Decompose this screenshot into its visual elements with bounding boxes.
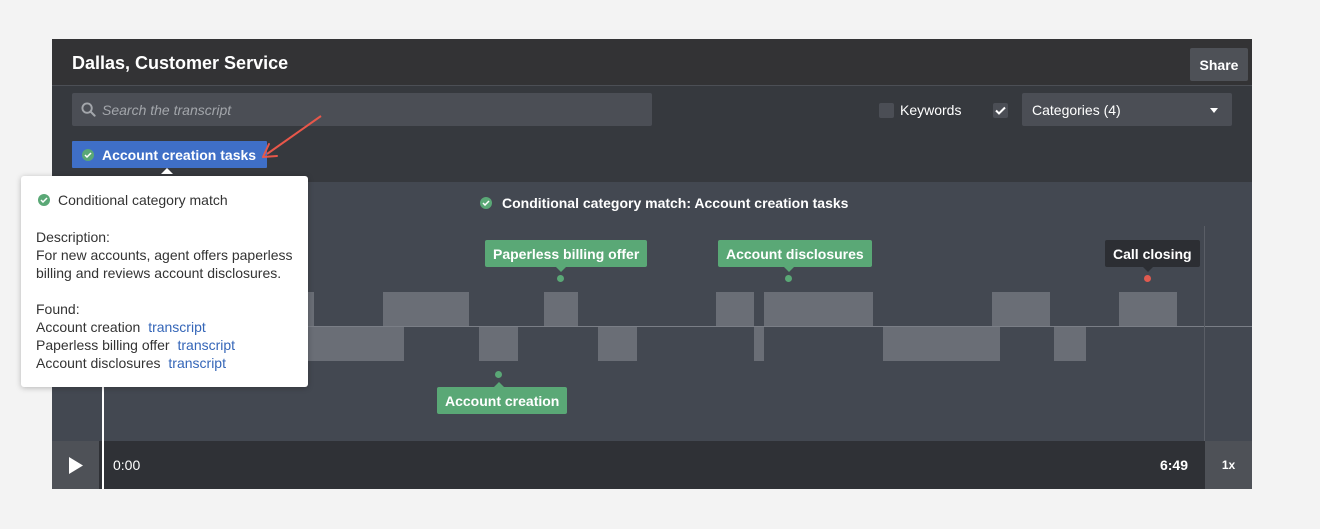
agent-speech-segment bbox=[544, 292, 578, 326]
marker-dot bbox=[495, 371, 502, 378]
categories-checkbox[interactable] bbox=[993, 103, 1008, 118]
share-button[interactable]: Share bbox=[1190, 48, 1248, 81]
marker-pointer bbox=[494, 382, 504, 387]
popover-pointer bbox=[161, 168, 173, 174]
agent-speech-segment bbox=[716, 292, 754, 326]
check-circle-icon bbox=[38, 194, 50, 206]
call-title: Dallas, Customer Service bbox=[72, 53, 289, 73]
timeline-end-line bbox=[1204, 226, 1205, 441]
chip-label: Account creation tasks bbox=[102, 146, 257, 163]
agent-speech-segment bbox=[1119, 292, 1177, 326]
marker-pointer bbox=[1143, 267, 1153, 272]
found-item: Account disclosures transcript bbox=[36, 355, 226, 371]
play-button[interactable] bbox=[52, 441, 99, 489]
annotation-arrow-icon bbox=[262, 115, 322, 158]
playhead-handle[interactable] bbox=[102, 441, 104, 489]
current-time: 0:00 bbox=[113, 457, 141, 473]
description-label: Description: bbox=[36, 229, 110, 245]
play-icon bbox=[68, 456, 83, 474]
agent-speech-segment bbox=[764, 292, 873, 326]
call-player: Dallas, Customer Service Share Keywords … bbox=[52, 39, 1252, 489]
description-text: For new accounts, agent offers paperless… bbox=[36, 247, 293, 281]
search-icon bbox=[81, 102, 96, 117]
keywords-checkbox[interactable] bbox=[879, 103, 894, 118]
checkmark-icon bbox=[995, 106, 1006, 115]
marker-account-creation[interactable]: Account creation bbox=[437, 387, 568, 414]
category-chip-account-creation-tasks[interactable]: Account creation tasks bbox=[72, 141, 268, 168]
agent-speech-segment bbox=[992, 292, 1050, 326]
playback-speed-button[interactable]: 1x bbox=[1205, 441, 1252, 489]
marker-dot bbox=[785, 275, 792, 282]
marker-pointer bbox=[784, 267, 794, 272]
found-item: Account creation transcript bbox=[36, 319, 206, 335]
popover-heading: Conditional category match bbox=[38, 192, 228, 208]
chevron-down-icon bbox=[1210, 108, 1218, 113]
agent-speech-segment bbox=[383, 292, 469, 326]
toolbar: Keywords Categories (4) Account creation… bbox=[52, 87, 1252, 182]
categories-dropdown-value: Categories (4) bbox=[1032, 102, 1121, 118]
category-popover: Conditional category match Description: … bbox=[21, 176, 308, 387]
search-box[interactable] bbox=[72, 93, 652, 126]
player-header: Dallas, Customer Service Share bbox=[52, 39, 1252, 86]
transcript-link[interactable]: transcript bbox=[177, 337, 236, 353]
marker-call-closing[interactable]: Call closing bbox=[1105, 240, 1200, 267]
popover-heading-text: Conditional category match bbox=[58, 192, 228, 208]
marker-dot bbox=[1144, 275, 1151, 282]
timeline-title-text: Conditional category match: Account crea… bbox=[502, 195, 849, 211]
transcript-link[interactable]: transcript bbox=[148, 319, 206, 335]
timeline-midline bbox=[104, 326, 1252, 327]
customer-speech-segment bbox=[598, 327, 637, 361]
customer-speech-segment bbox=[479, 327, 518, 361]
playback-controls: 0:00 6:49 1x bbox=[52, 441, 1252, 489]
customer-speech-segment bbox=[754, 327, 764, 361]
duration: 6:49 bbox=[1159, 457, 1188, 473]
check-circle-icon bbox=[480, 197, 492, 209]
popover-body: Description: For new accounts, agent off… bbox=[36, 228, 301, 372]
marker-paperless-billing-offer[interactable]: Paperless billing offer bbox=[485, 240, 648, 267]
categories-dropdown[interactable]: Categories (4) bbox=[1022, 93, 1232, 126]
customer-speech-segment bbox=[1054, 327, 1086, 361]
customer-speech-segment bbox=[883, 327, 1000, 361]
timeline-title: Conditional category match: Account crea… bbox=[480, 195, 848, 211]
marker-dot bbox=[557, 275, 564, 282]
check-circle-icon bbox=[82, 148, 94, 161]
found-label: Found: bbox=[36, 301, 80, 317]
found-item: Paperless billing offer transcript bbox=[36, 337, 236, 353]
marker-pointer bbox=[556, 267, 566, 272]
marker-account-disclosures[interactable]: Account disclosures bbox=[718, 240, 872, 267]
search-input[interactable] bbox=[102, 93, 642, 126]
keywords-label: Keywords bbox=[900, 102, 962, 118]
transcript-link[interactable]: transcript bbox=[168, 355, 226, 371]
